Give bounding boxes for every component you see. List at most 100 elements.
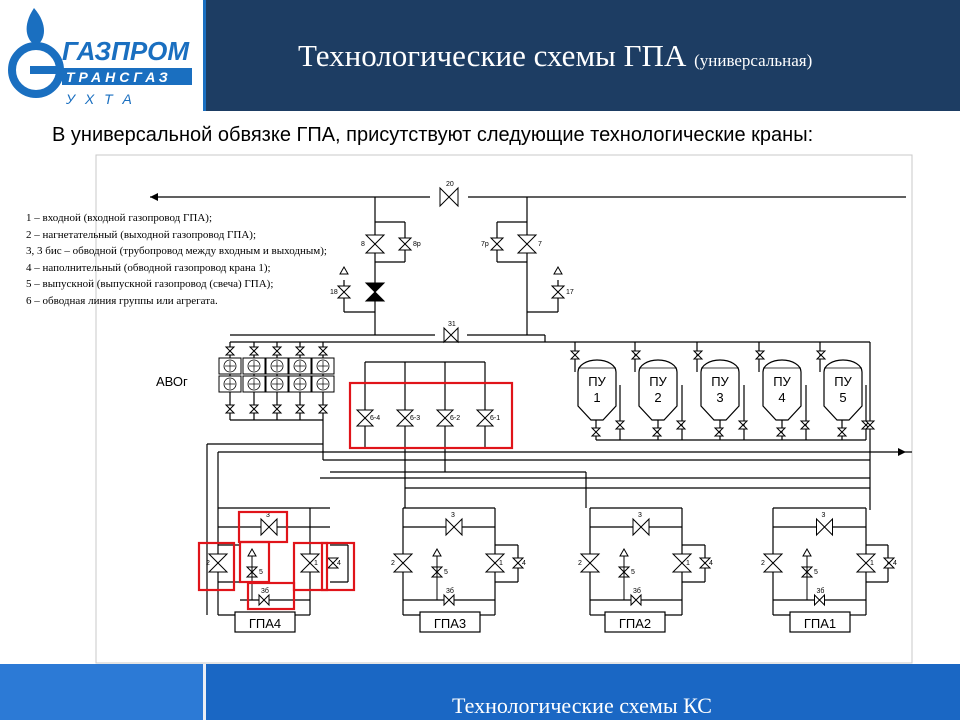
valve-label: 4	[522, 560, 526, 567]
valve-label: 18	[330, 289, 338, 296]
gpa-unit-label: ГПА4	[249, 616, 281, 631]
valve-body	[671, 562, 693, 573]
valve-symbol: 4	[326, 557, 341, 569]
separator-vessel	[638, 359, 678, 421]
valve-body	[224, 346, 236, 352]
valve-symbol: 3	[445, 512, 463, 537]
valve-body	[823, 517, 833, 537]
valve-label: 3	[266, 512, 270, 519]
valve-symbol: 6-4	[355, 409, 380, 427]
pu-label: ПУ	[834, 374, 852, 389]
valve-body	[364, 282, 386, 293]
valve-symbol: 5	[800, 566, 818, 578]
valve-body	[450, 326, 459, 344]
pu-number: 4	[778, 390, 785, 405]
pu-number: 5	[839, 390, 846, 405]
valve-body	[317, 404, 329, 410]
valve-body	[443, 593, 450, 607]
valve-symbol: 1	[484, 553, 506, 573]
valve-symbol	[775, 427, 787, 437]
valve-body	[364, 291, 386, 302]
valve-symbol: 2	[761, 553, 784, 573]
valve-symbol	[651, 427, 663, 437]
valve-symbol	[590, 427, 602, 437]
valve-body	[475, 409, 495, 419]
valve-body	[484, 562, 506, 573]
valve-body	[569, 350, 581, 356]
valve-body	[614, 424, 626, 430]
valve-body	[489, 243, 505, 251]
valve-body	[692, 350, 704, 356]
separator-vessel	[700, 359, 740, 421]
valve-body	[317, 408, 329, 414]
valve-body	[260, 517, 270, 537]
valve-body	[484, 553, 506, 564]
valve-body	[864, 424, 876, 430]
valve-body	[864, 420, 876, 426]
valve-label: 17	[566, 289, 574, 296]
valve-label: 2	[761, 560, 765, 567]
valve-label: 1	[499, 560, 503, 567]
valve-body	[445, 517, 455, 537]
pu-label: ПУ	[711, 374, 729, 389]
valve-label: 2	[206, 560, 210, 567]
valve-body	[799, 420, 811, 426]
valve-body	[317, 350, 329, 356]
legend-item: 2 – нагнетательный (выходной газопровод …	[26, 228, 257, 241]
pu-number: 1	[593, 390, 600, 405]
valve-body	[392, 562, 414, 573]
valve-body	[550, 291, 566, 299]
valve-label: 3б	[817, 587, 825, 595]
gpa-unit-box	[604, 611, 666, 633]
valve-body	[317, 346, 329, 352]
valve-label: 20	[446, 181, 454, 188]
process-scheme: 2088р7р71817316-46-36-26-1321453б321453б…	[95, 154, 913, 664]
valve-body	[675, 420, 687, 426]
valve-symbol	[614, 420, 626, 430]
valve-label: 3б	[261, 587, 269, 595]
valve-label: 4	[709, 560, 713, 567]
valve-symbol: 6-2	[435, 409, 460, 427]
valve-symbol: 2	[578, 553, 601, 573]
valve-body	[671, 553, 693, 564]
valve-body	[816, 517, 826, 537]
valve-body	[614, 420, 626, 426]
check-valve	[802, 547, 812, 557]
valve-body	[836, 431, 848, 437]
valve-symbol	[271, 346, 283, 356]
valve-body	[326, 562, 340, 569]
valve-symbol: 2	[391, 553, 414, 573]
valve-symbol: 2	[206, 553, 229, 573]
valve-symbol: 31	[443, 321, 459, 344]
valve-body	[224, 404, 236, 410]
valve-label: 3	[451, 512, 455, 519]
valve-body	[698, 557, 712, 564]
valve-symbol: 6-1	[475, 409, 500, 427]
valve-symbol: 5	[430, 566, 448, 578]
valve-symbol: 7р	[481, 237, 505, 251]
valve-label: 4	[337, 560, 341, 567]
valve-symbol	[754, 350, 766, 360]
valve-symbol	[713, 427, 725, 437]
valve-symbol: 4	[698, 557, 713, 569]
valve-body	[511, 557, 525, 564]
valve-label: 6-2	[450, 415, 460, 422]
valve-symbol	[864, 420, 876, 430]
page-title: Технологические схемы ГПА (универсальная…	[298, 38, 813, 73]
gpa-unit-label: ГПА3	[434, 616, 466, 631]
valve-symbol: 3б	[443, 587, 455, 607]
fan-icon	[293, 377, 307, 391]
valve-symbol	[675, 420, 687, 430]
fan-icon	[270, 359, 284, 373]
valve-body	[397, 243, 413, 251]
valve-label: 1	[314, 560, 318, 567]
valve-label: 6-4	[370, 415, 380, 422]
valve-body	[737, 420, 749, 426]
valve-label: 3б	[446, 587, 454, 595]
valve-symbol: 3б	[630, 587, 642, 607]
highlight-box	[246, 581, 296, 611]
highlight-box	[292, 541, 329, 592]
valve-body	[675, 424, 687, 430]
valve-body	[630, 350, 642, 356]
valve-label: 4	[893, 560, 897, 567]
